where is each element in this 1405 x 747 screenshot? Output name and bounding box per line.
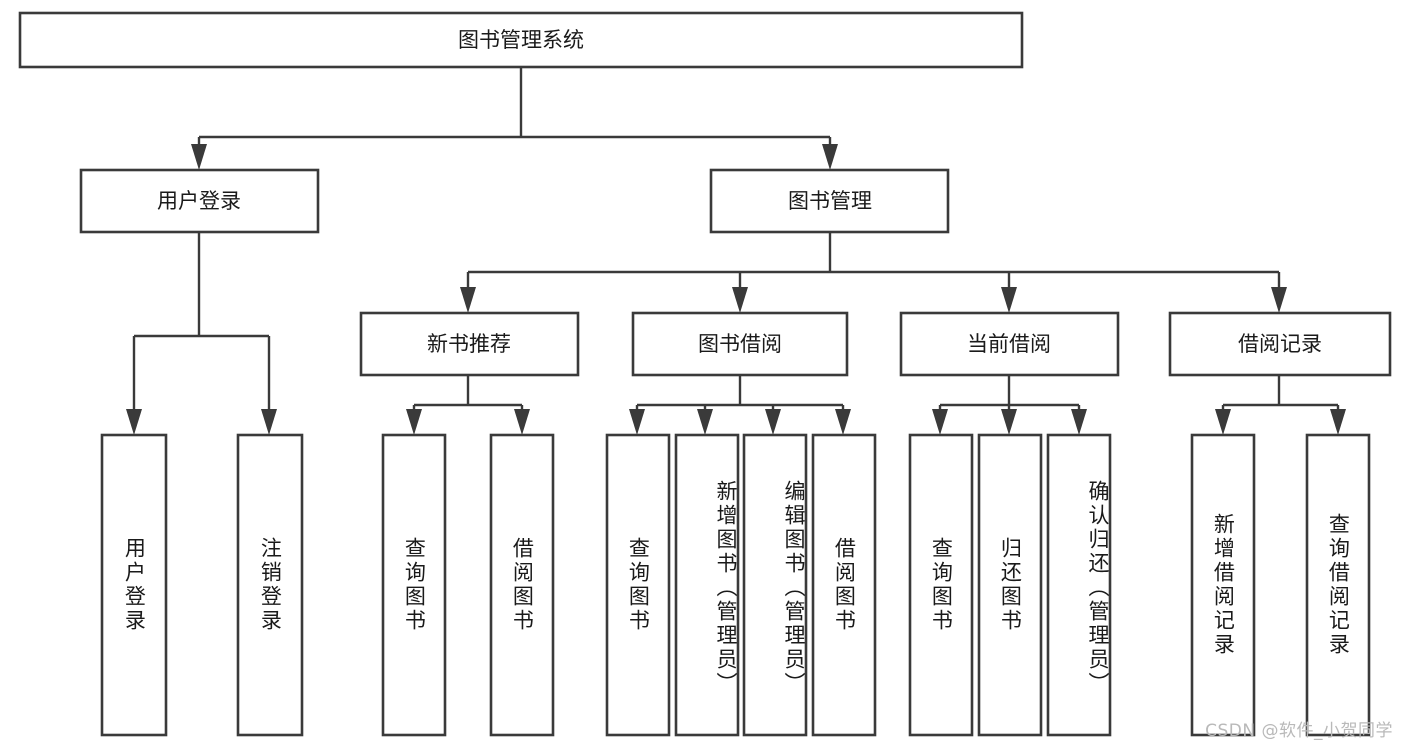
arrowhead-bookborrow-leaf-2: [697, 409, 713, 435]
node-root-box[interactable]: [18, 11, 1024, 69]
leaf-box-query-book-nb[interactable]: [381, 433, 447, 737]
arrowhead-leaf-logout: [261, 409, 277, 435]
node-book-borrow-box[interactable]: [631, 311, 849, 377]
node-current-borrow-label: 当前借阅: [967, 332, 1051, 356]
arrowhead-bookborrow-leaf-1: [629, 409, 645, 435]
node-new-book-recommend-label: 新书推荐: [427, 332, 511, 356]
arrowhead-book-borrow: [732, 287, 748, 313]
leaf-box-user-login[interactable]: [100, 433, 168, 737]
arrowhead-currentborrow-leaf-2: [1001, 409, 1017, 435]
node-borrow-record-label: 借阅记录: [1238, 332, 1322, 356]
leaf-box-query-book-bb[interactable]: [605, 433, 671, 737]
edge-group: [126, 67, 1346, 435]
leaf-box-edit-book-admin[interactable]: [742, 433, 808, 737]
leaf-box-add-borrow-record[interactable]: [1190, 433, 1256, 737]
arrowhead-newbook-leaf-1: [406, 409, 422, 435]
arrowhead-bookborrow-leaf-4: [835, 409, 851, 435]
leaf-box-add-book-admin[interactable]: [674, 433, 740, 737]
leaf-box-confirm-return-admin[interactable]: [1046, 433, 1112, 737]
leaf-box-query-borrow-record[interactable]: [1305, 433, 1371, 737]
arrowhead-borrowrecord-leaf-2: [1330, 409, 1346, 435]
leaf-box-query-book-cb[interactable]: [908, 433, 974, 737]
leaf-box-logout[interactable]: [236, 433, 304, 737]
node-user-login-box[interactable]: [79, 168, 320, 234]
leaf-box-borrow-book-nb[interactable]: [489, 433, 555, 737]
node-book-borrow-label: 图书借阅: [698, 332, 782, 356]
arrowhead-book-mgmt: [822, 144, 838, 170]
node-root-label: 图书管理系统: [458, 28, 584, 52]
leaf-box-return-book[interactable]: [977, 433, 1043, 737]
node-new-book-recommend-box[interactable]: [359, 311, 580, 377]
leaf-box-borrow-book-bb[interactable]: [811, 433, 877, 737]
arrowhead-bookborrow-leaf-3: [765, 409, 781, 435]
arrowhead-new-book: [460, 287, 476, 313]
node-borrow-record-box[interactable]: [1168, 311, 1392, 377]
arrowhead-currentborrow-leaf-3: [1071, 409, 1087, 435]
node-group: 图书管理系统 用户登录 图书管理 新书推荐 图书借阅 当前借阅 借阅记录: [18, 11, 1392, 737]
arrowhead-newbook-leaf-2: [514, 409, 530, 435]
arrowhead-borrowrecord-leaf-1: [1215, 409, 1231, 435]
node-book-mgmt-label: 图书管理: [788, 189, 872, 213]
arrowhead-currentborrow-leaf-1: [932, 409, 948, 435]
arrowhead-borrow-record: [1271, 287, 1287, 313]
node-user-login-label: 用户登录: [157, 189, 241, 213]
node-book-mgmt-box[interactable]: [709, 168, 950, 234]
arrowhead-user-login: [191, 144, 207, 170]
watermark-text: CSDN @软件_小贺同学: [1205, 721, 1393, 741]
node-current-borrow-box[interactable]: [899, 311, 1120, 377]
arrowhead-leaf-user-login: [126, 409, 142, 435]
arrowhead-current-borrow: [1001, 287, 1017, 313]
